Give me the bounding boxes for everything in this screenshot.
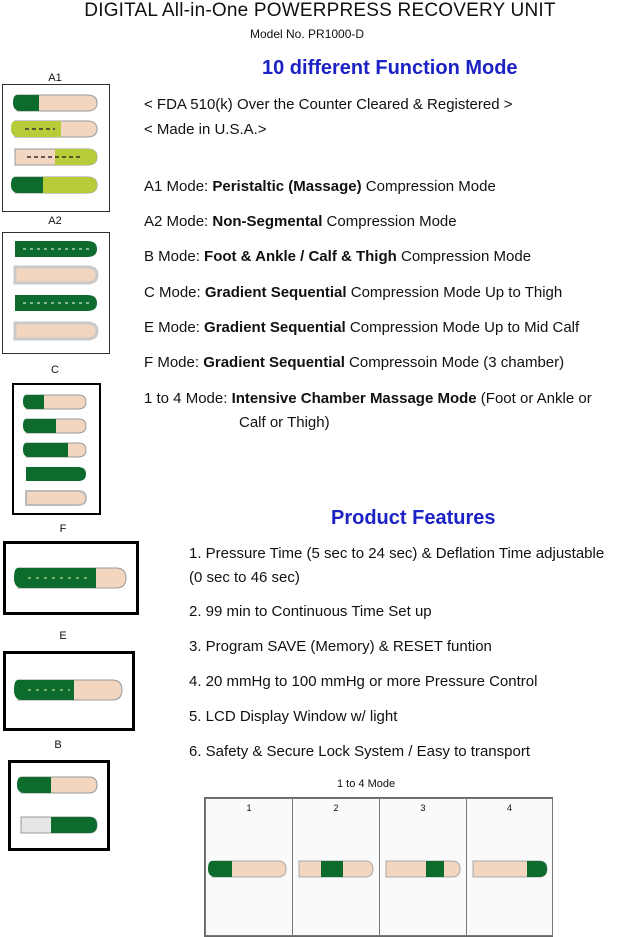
- chamber-panel-number: 4: [506, 803, 512, 813]
- feature-item: 1. Pressure Time (5 sec to 24 sec) & Def…: [189, 545, 605, 562]
- feature-item: 4. 20 mmHg to 100 mmHg or more Pressure …: [189, 673, 538, 690]
- c-leg-row-2: [23, 418, 87, 434]
- mode-prefix: A2 Mode:: [144, 213, 213, 230]
- mode-line-1-to-4-continuation: Calf or Thigh): [239, 414, 330, 431]
- b-leg-row-2: [20, 816, 98, 834]
- chamber-panel-number: 3: [420, 803, 426, 813]
- c-leg-row-4: [26, 467, 86, 481]
- mode-name: Gradient Sequential: [203, 354, 345, 371]
- feature-item-continuation: (0 sec to 46 sec): [189, 569, 300, 586]
- mode-line-1-to-4: 1 to 4 Mode: Intensive Chamber Massage M…: [144, 390, 592, 408]
- mode-line-c: C Mode: Gradient Sequential Compression …: [144, 284, 562, 302]
- chamber-panel-number: 2: [333, 803, 339, 813]
- mode-suffix: Compression Mode: [322, 213, 457, 230]
- chamber-diagram-caption: 1 to 4 Mode: [337, 778, 396, 790]
- a2-leg-row-1: [15, 241, 97, 257]
- diagram-label-b: B: [54, 739, 62, 751]
- b-leg-row-1: [17, 776, 98, 794]
- diagram-f-panel: [3, 541, 139, 615]
- chamber-diagram: 1 2 3 4: [204, 797, 553, 937]
- mode-prefix: C Mode:: [144, 284, 205, 301]
- mode-name: Intensive Chamber Massage Mode: [231, 390, 477, 407]
- mode-prefix: B Mode:: [144, 248, 205, 265]
- fda-cert-line: < FDA 510(k) Over the Counter Cleared & …: [144, 96, 513, 113]
- a1-leg-row-4: [11, 176, 98, 194]
- diagram-a2-panel: [2, 232, 110, 354]
- chamber-3-leg-icon: [385, 860, 461, 878]
- product-features-heading: Product Features: [331, 507, 496, 529]
- mode-suffix: Compression Mode: [361, 178, 496, 195]
- a2-leg-row-4: [13, 321, 99, 341]
- a2-leg-row-2: [13, 265, 99, 285]
- diagram-label-f: F: [59, 523, 67, 535]
- a1-legs-illustration: [11, 94, 98, 194]
- chamber-panel-2: 2: [292, 798, 380, 936]
- mode-prefix: 1 to 4 Mode:: [144, 390, 232, 407]
- mode-line-f: F Mode: Gradient Sequential Compressoin …: [144, 354, 564, 372]
- feature-item: 2. 99 min to Continuous Time Set up: [189, 603, 432, 620]
- e-leg-illustration: [14, 679, 123, 701]
- model-number: Model No. PR1000-D: [250, 27, 365, 41]
- a2-legs-illustration: [13, 241, 99, 341]
- function-mode-heading: 10 different Function Mode: [262, 57, 518, 79]
- chamber-panel-3: 3: [379, 798, 467, 936]
- a1-leg-row-1: [13, 94, 98, 112]
- chamber-1-leg-icon: [208, 860, 287, 878]
- mode-line-a2: A2 Mode: Non-Segmental Compression Mode: [144, 213, 457, 231]
- chamber-panel-4: 4: [466, 798, 553, 936]
- chamber-4-leg-icon: [472, 860, 548, 878]
- diagram-c-panel: [12, 383, 101, 515]
- mode-prefix: F Mode:: [144, 354, 204, 371]
- a1-leg-row-2: [11, 120, 98, 138]
- mode-name: Peristaltic (Massage): [212, 178, 362, 195]
- b-legs-illustration: [17, 776, 98, 834]
- c-leg-row-3: [23, 442, 87, 458]
- mode-name: Gradient Sequential: [204, 284, 347, 301]
- diagram-a1-panel: [2, 84, 110, 212]
- mode-line-b: B Mode: Foot & Ankle / Calf & Thigh Comp…: [144, 248, 531, 266]
- diagram-b-panel: [8, 760, 110, 851]
- mode-suffix: Compression Mode Up to Thigh: [346, 284, 563, 301]
- chamber-panel-number: 1: [246, 803, 252, 813]
- mode-line-a1: A1 Mode: Peristaltic (Massage) Compressi…: [144, 178, 496, 196]
- diagram-label-a1: A1: [48, 72, 62, 84]
- mode-suffix: Compression Mode: [396, 248, 532, 265]
- mode-name: Foot & Ankle / Calf & Thigh: [204, 248, 397, 265]
- diagram-label-c: C: [51, 364, 59, 376]
- page-title: DIGITAL All-in-One POWERPRESS RECOVERY U…: [84, 0, 556, 21]
- mode-prefix: A1 Mode:: [144, 178, 213, 195]
- mode-suffix: Compression Mode Up to Mid Calf: [345, 319, 580, 336]
- c-leg-row-1: [23, 394, 87, 410]
- chamber-panel-1: 1: [205, 798, 293, 936]
- a1-leg-row-3: [14, 148, 98, 166]
- c-leg-row-5: [25, 490, 88, 506]
- a2-leg-row-3: [15, 295, 97, 311]
- mode-line-e: E Mode: Gradient Sequential Compression …: [144, 319, 579, 337]
- diagram-label-e: E: [59, 630, 67, 642]
- made-in-usa-line: < Made in U.S.A.>: [144, 121, 267, 138]
- feature-item: 5. LCD Display Window w/ light: [189, 708, 398, 725]
- feature-item: 3. Program SAVE (Memory) & RESET funtion: [189, 638, 492, 655]
- mode-suffix: Compressoin Mode (3 chamber): [344, 354, 565, 371]
- mode-suffix: (Foot or Ankle or: [476, 390, 592, 407]
- diagram-e-panel: [3, 651, 135, 731]
- feature-item: 6. Safety & Secure Lock System / Easy to…: [189, 743, 530, 760]
- chamber-2-leg-icon: [298, 860, 374, 878]
- mode-prefix: E Mode:: [144, 319, 205, 336]
- diagram-label-a2: A2: [48, 215, 62, 227]
- mode-name: Non-Segmental: [212, 213, 323, 230]
- c-legs-illustration: [23, 394, 88, 506]
- f-leg-illustration: [14, 567, 127, 589]
- mode-name: Gradient Sequential: [204, 319, 346, 336]
